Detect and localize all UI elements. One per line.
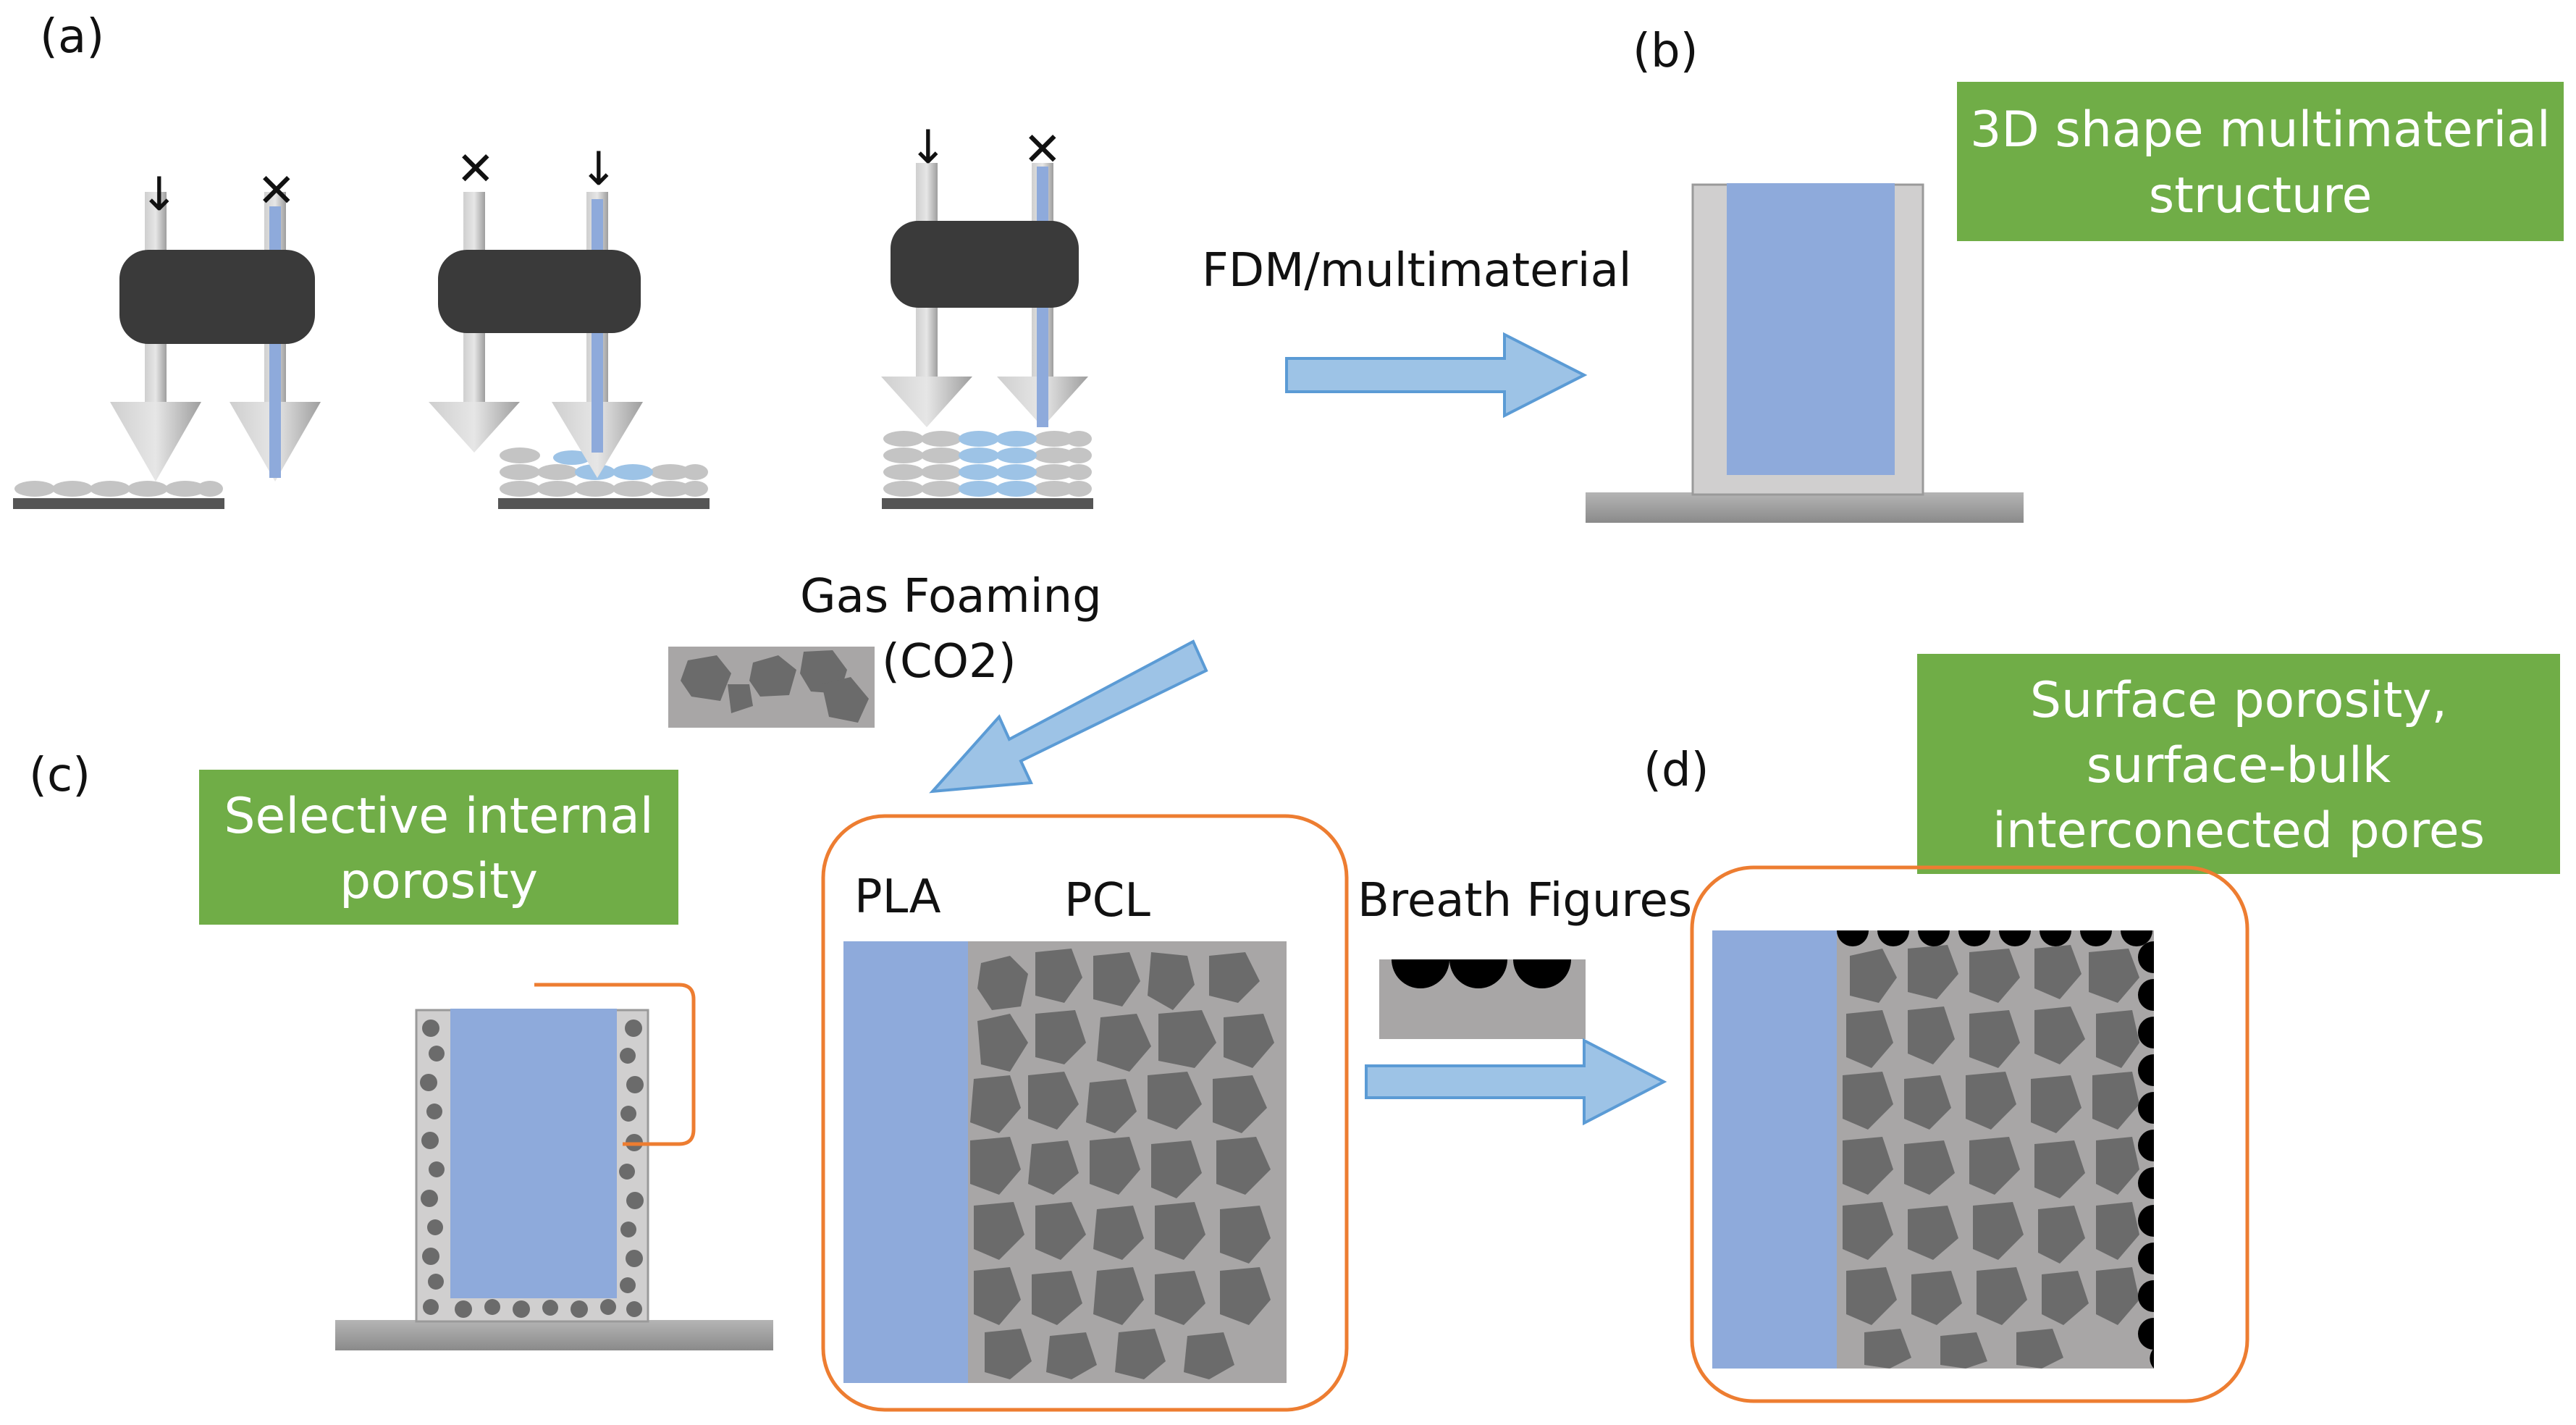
- zoom-panel-c: PLA PCL: [821, 814, 1349, 1412]
- panel-label-a: (a): [40, 10, 104, 64]
- callout-b-line1: 3D shape multimaterial: [1970, 101, 2551, 159]
- print-bed: [13, 498, 224, 509]
- deposited-layer-gray: [14, 481, 223, 497]
- pla-label: PLA: [854, 870, 941, 924]
- breath-figures-label: Breath Figures: [1358, 874, 1692, 928]
- active-nozzle-mark: ↓: [579, 143, 618, 196]
- deposited-layers: [883, 431, 1092, 497]
- panel-label-c: (c): [29, 749, 91, 802]
- deposited-layer-blue: [553, 450, 653, 480]
- surface-pores-right: [2138, 941, 2154, 1369]
- deposited-layer-blue: [959, 431, 1037, 497]
- fdm-arrow: [1285, 332, 1588, 419]
- multimaterial-structure: [1586, 183, 2024, 523]
- callout-b-line2: structure: [2149, 167, 2373, 224]
- deposited-layers: [500, 447, 708, 497]
- surface-pores-top: [1837, 930, 2152, 946]
- breath-figures-arrow: [1365, 1038, 1667, 1126]
- porous-structure-small: [335, 983, 773, 1350]
- callout-box-b: 3D shape multimaterial structure: [1957, 82, 2564, 241]
- callout-c-line1: Selective internal: [224, 788, 653, 845]
- core-pla: [450, 1009, 617, 1298]
- panel-label-b: (b): [1633, 25, 1699, 78]
- print-head: [119, 250, 315, 344]
- callout-box-c: Selective internal porosity: [199, 770, 678, 925]
- shell-pores: [420, 1020, 644, 1318]
- callout-d-line3: interconected pores: [1992, 802, 2485, 859]
- pla-layer: [1712, 930, 1837, 1369]
- zoom-frame: [1690, 865, 2249, 1403]
- inactive-nozzle-mark: ✕: [456, 143, 495, 196]
- pla-layer: [843, 941, 968, 1383]
- gas-foaming-sample: [668, 647, 875, 728]
- gas-foaming-label: Gas Foaming: [800, 570, 1102, 623]
- print-head: [891, 221, 1079, 308]
- print-step-2: ✕ ↓: [429, 143, 710, 509]
- pcl-pores: [1843, 945, 2139, 1369]
- print-step-1: ↓ ✕: [13, 164, 321, 509]
- breath-figures-sample: [1379, 959, 1586, 1039]
- print-head: [438, 250, 641, 333]
- active-nozzle-mark: ↓: [140, 168, 179, 222]
- fdm-label: FDM/multimaterial: [1202, 244, 1632, 298]
- zoom-outline: [534, 983, 696, 1146]
- nozzle-blue: [552, 192, 643, 478]
- sample-pores: [681, 650, 869, 723]
- active-nozzle-mark: ↓: [909, 121, 948, 175]
- print-step-3: ↓ ✕: [881, 121, 1093, 509]
- inactive-nozzle-mark: ✕: [1023, 123, 1062, 177]
- callout-box-d: Surface porosity, surface-bulk intercone…: [1917, 654, 2560, 874]
- gas-foaming-formula: (CO2): [882, 635, 1016, 689]
- callout-d-line1: Surface porosity,: [2030, 672, 2447, 729]
- print-bed: [498, 498, 710, 509]
- callout-c-line2: porosity: [340, 853, 538, 910]
- gas-foaming-arrow: [929, 639, 1208, 794]
- core-pla: [1727, 183, 1895, 475]
- sample-surface-pores: [1392, 959, 1571, 988]
- base-plate: [1586, 492, 2024, 523]
- zoom-frame: [821, 814, 1349, 1412]
- print-bed: [882, 498, 1093, 509]
- panel-label-d: (d): [1643, 744, 1709, 797]
- callout-d-line2: surface-bulk: [2087, 737, 2391, 794]
- base-plate: [335, 1320, 773, 1350]
- pcl-label: PCL: [1064, 874, 1150, 928]
- inactive-nozzle-mark: ✕: [257, 164, 296, 218]
- zoom-panel-d: [1690, 865, 2249, 1403]
- pcl-pores: [970, 949, 1274, 1379]
